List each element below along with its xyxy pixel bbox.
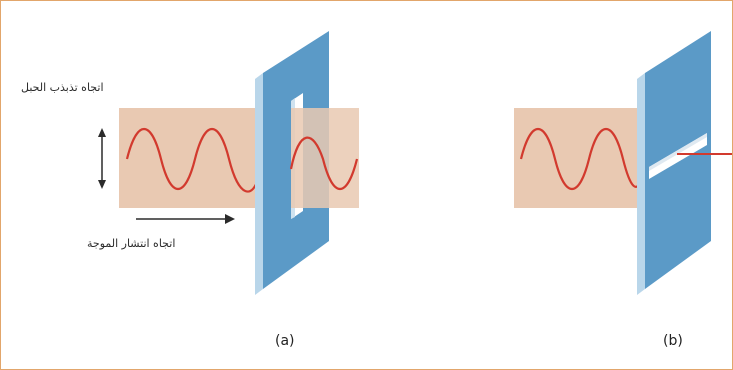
polarizer-side-b [637, 73, 645, 295]
wave-band-incoming-b [514, 108, 644, 208]
label-propagation-direction: اتجاه انتشار الموجة [87, 237, 175, 250]
panel-a: اتجاه تذبذب الحبل اتجاه انتشار الموجة (a… [21, 31, 359, 349]
label-vibration-direction: اتجاه تذبذب الحبل [21, 81, 104, 94]
vibration-arrow [98, 128, 106, 189]
caption-a: (a) [275, 333, 295, 349]
caption-b: (b) [663, 333, 683, 349]
polarizer-side-a [255, 73, 263, 295]
wave-band-incoming-a [119, 108, 264, 208]
propagation-arrow [136, 214, 235, 224]
panel-b: (b) [514, 31, 732, 349]
wave-band-transmitted-a [291, 108, 359, 208]
